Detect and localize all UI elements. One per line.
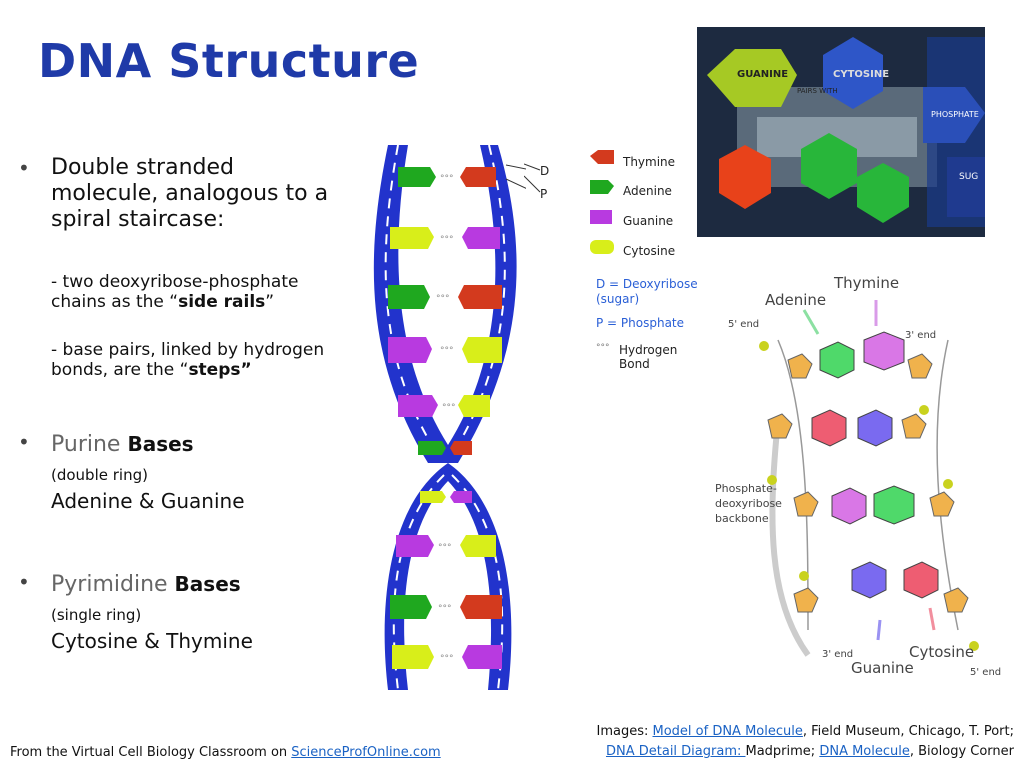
photo-sug: SUG [959, 172, 978, 182]
svg-text:°°°: °°° [436, 294, 450, 304]
purine-heading: Purine Bases [51, 432, 194, 457]
base-legend: °°° [590, 150, 614, 353]
mol-5-end-bottom: 5' end [970, 667, 1002, 678]
base-pair [418, 441, 472, 455]
mol-backbone-2: deoxyribose [715, 497, 782, 510]
nucleotide-row [793, 485, 955, 525]
purine-word: Purine [51, 432, 121, 457]
helix-label-p: P [540, 187, 548, 201]
photo-pairs-with: PAIRS WITH [797, 87, 838, 95]
mol-backbone-label: Phosphate-deoxyribose backbone [715, 481, 782, 526]
mol-backbone-1: Phosphate- [715, 482, 777, 495]
pyrimidine-heading: Pyrimidine Bases [51, 572, 241, 597]
mol-guanine: Guanine [851, 659, 914, 677]
side-rails-term: side rails [178, 292, 266, 312]
purine-names: Adenine & Guanine [51, 489, 245, 513]
base-pair: °°° [388, 337, 502, 363]
pyrimidine-names: Cytosine & Thymine [51, 629, 253, 653]
base-pair [420, 491, 472, 503]
bullet-dot: • [18, 430, 30, 454]
guanine-swatch [590, 210, 612, 224]
legend-deoxyribose: D = Deoxyribose [596, 277, 698, 291]
mol-thymine: Thymine [834, 274, 900, 292]
base-pair: °°° [398, 395, 490, 417]
adenine-swatch [590, 180, 614, 194]
image-credits: Images: Model of DNA Molecule, Field Mus… [597, 722, 1015, 762]
base-pair: °°° [392, 645, 502, 669]
bullet-line: spiral staircase: [51, 207, 225, 232]
svg-text:°°°: °°° [440, 174, 454, 184]
helix-pointer-lines [524, 163, 541, 193]
sub-line: - two deoxyribose-phosphate [51, 272, 299, 292]
sub-line: - base pairs, linked by hydrogen [51, 340, 325, 360]
credit-link-detail[interactable]: DNA Detail Diagram: [605, 744, 746, 759]
sub-text: ” [265, 292, 275, 312]
purine-bases: Bases [127, 432, 194, 456]
credits-text: Images: [596, 724, 653, 739]
mol-3-end-bottom: 3' end [822, 649, 854, 660]
dna-helix-illustration: °°° °°° °°° °°° °°° °°° °°° °°° D P [368, 145, 526, 690]
sub-text: bonds, are the “ [51, 360, 189, 380]
base-pair: °°° [398, 167, 496, 187]
sub-line: chains as the “side rails” [51, 292, 274, 312]
purine-ring: (double ring) [51, 466, 148, 484]
dna-molecular-diagram [759, 300, 979, 657]
pyrimidine-word: Pyrimidine [51, 572, 168, 597]
svg-text:°°°: °°° [442, 403, 456, 413]
legend-bond: Bond [619, 357, 650, 371]
dna-model-photo: GUANINE CYTOSINE PAIRS WITH PHOSPHATE SU… [697, 27, 985, 237]
legend-hydrogen: Hydrogen [619, 343, 678, 357]
photo-cytosine: CYTOSINE [833, 69, 889, 80]
credits-text: , Field Museum, Chicago, T. Port; [802, 724, 1014, 739]
page-title: DNA Structure [38, 34, 420, 88]
nucleotide-row [787, 331, 933, 379]
bullet-dot: • [18, 570, 30, 594]
legend-guanine: Guanine [623, 214, 674, 228]
svg-text:°°°: °°° [440, 235, 454, 245]
credits-text: Madprime; [745, 744, 820, 759]
base-pair: °°° [396, 535, 496, 557]
nucleotide-row [767, 409, 927, 447]
sub-line: bonds, are the “steps” [51, 360, 252, 380]
nucleotide-row [793, 561, 969, 613]
mol-3-end-top: 3' end [905, 330, 937, 341]
credit-link-model[interactable]: Model of DNA Molecule [652, 724, 803, 739]
mol-adenine: Adenine [765, 291, 827, 309]
photo-phosphate: PHOSPHATE [931, 110, 979, 119]
mol-5-end-top: 5' end [728, 319, 760, 330]
footer-text: From the Virtual Cell Biology Classroom … [10, 745, 292, 760]
svg-text:°°°: °°° [438, 604, 452, 614]
bullet-line: Double stranded [51, 155, 234, 180]
pyrimidine-bases: Bases [174, 572, 241, 596]
thymine-swatch [590, 150, 614, 164]
base-pair: °°° [390, 595, 502, 619]
mol-backbone-3: backbone [715, 512, 769, 525]
legend-adenine: Adenine [623, 184, 672, 198]
footer-link[interactable]: ScienceProfOnline.com [291, 745, 441, 760]
pyrimidine-ring: (single ring) [51, 606, 142, 624]
cytosine-swatch [590, 240, 614, 254]
helix-label-d: D [540, 164, 550, 178]
svg-text:°°°: °°° [596, 343, 610, 353]
legend-sugar: (sugar) [596, 292, 640, 306]
sub-text: chains as the “ [51, 292, 179, 312]
legend-phosphate: P = Phosphate [596, 316, 685, 330]
steps-term: steps” [188, 360, 252, 380]
photo-guanine: GUANINE [737, 69, 788, 80]
legend-cytosine: Cytosine [623, 244, 676, 258]
footer: From the Virtual Cell Biology Classroom … [10, 745, 441, 760]
base-pair: °°° [388, 285, 502, 309]
svg-text:°°°: °°° [440, 346, 454, 356]
base-pair: °°° [390, 227, 500, 249]
mol-cytosine: Cytosine [909, 643, 975, 661]
bullet-dot: • [18, 156, 30, 180]
svg-text:°°°: °°° [438, 543, 452, 553]
credit-link-molecule[interactable]: DNA Molecule [819, 744, 910, 759]
svg-text:°°°: °°° [440, 654, 454, 664]
credits-text: , Biology Corner [909, 744, 1014, 759]
legend-thymine: Thymine [623, 155, 676, 169]
bullet-line: molecule, analogous to a [51, 181, 329, 206]
